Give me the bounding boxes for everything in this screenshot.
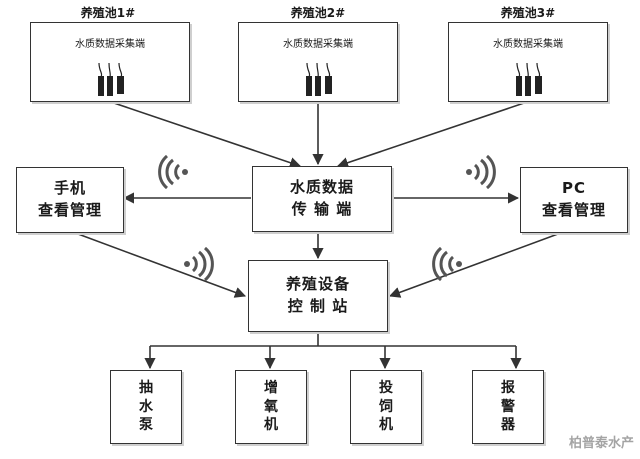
watermark-text: 柏普泰水产: [568, 436, 634, 451]
pond-3-collector: 水质数据采集端: [448, 22, 608, 102]
aerator-box: 增 氧 机: [235, 370, 307, 444]
transmission-line2: 传 输 端: [291, 200, 353, 218]
pond-1-title: 养殖池1#: [80, 6, 136, 20]
pond-2-collector: 水质数据采集端: [238, 22, 398, 102]
alarm-char-2: 警: [501, 398, 515, 415]
transmission-box: 水质数据 传 输 端: [252, 166, 392, 232]
feeder-char-1: 投: [379, 379, 393, 396]
pond-2-title: 养殖池2#: [290, 6, 346, 20]
aerator-char-1: 增: [264, 379, 278, 396]
wifi-icon: [184, 247, 214, 281]
phone-line1: 手机: [53, 179, 86, 198]
arrow-pond1-to-transmission: [107, 100, 302, 169]
control-line1: 养殖设备: [285, 275, 350, 294]
phone-line2: 查看管理: [37, 201, 102, 219]
arrow-phone-to-control: [69, 230, 247, 298]
pond-1-sensor-icon: [98, 63, 124, 96]
pump-box: 抽 水 泵: [110, 370, 182, 444]
arrow-pond3-to-transmission: [336, 100, 531, 169]
pump-char-2: 水: [139, 398, 153, 415]
pump-char-1: 抽: [139, 379, 153, 396]
wifi-icon: [432, 247, 462, 281]
aerator-char-3: 机: [264, 417, 278, 434]
pond-3-label: 水质数据采集端: [493, 39, 563, 50]
pond-1-collector: 水质数据采集端: [30, 22, 190, 102]
phone-management-box: 手机 查看管理: [16, 167, 124, 233]
alarm-box: 报 警 器: [472, 370, 544, 444]
pond-3-sensor-icon: [516, 63, 542, 96]
feeder-char-3: 机: [379, 417, 393, 434]
feeder-box: 投 饲 机: [350, 370, 422, 444]
pond-1-label: 水质数据采集端: [75, 39, 145, 50]
control-line2: 控 制 站: [287, 297, 349, 315]
alarm-char-3: 器: [501, 417, 515, 434]
wifi-icon: [158, 155, 188, 189]
pond-2-label: 水质数据采集端: [283, 39, 353, 50]
pc-line1: PC: [561, 179, 586, 198]
control-station-box: 养殖设备 控 制 站: [248, 260, 388, 332]
pond-3-title: 养殖池3#: [500, 6, 556, 20]
pump-char-3: 泵: [139, 417, 153, 434]
pc-management-box: PC 查看管理: [520, 167, 628, 233]
transmission-line1: 水质数据: [289, 178, 354, 197]
feeder-char-2: 饲: [379, 398, 393, 415]
wifi-icon: [466, 155, 496, 189]
arrow-pc-to-control: [388, 230, 567, 298]
pond-2-sensor-icon: [306, 63, 332, 96]
alarm-char-1: 报: [501, 379, 515, 396]
pc-line2: 查看管理: [541, 201, 606, 219]
aerator-char-2: 氧: [264, 398, 278, 415]
